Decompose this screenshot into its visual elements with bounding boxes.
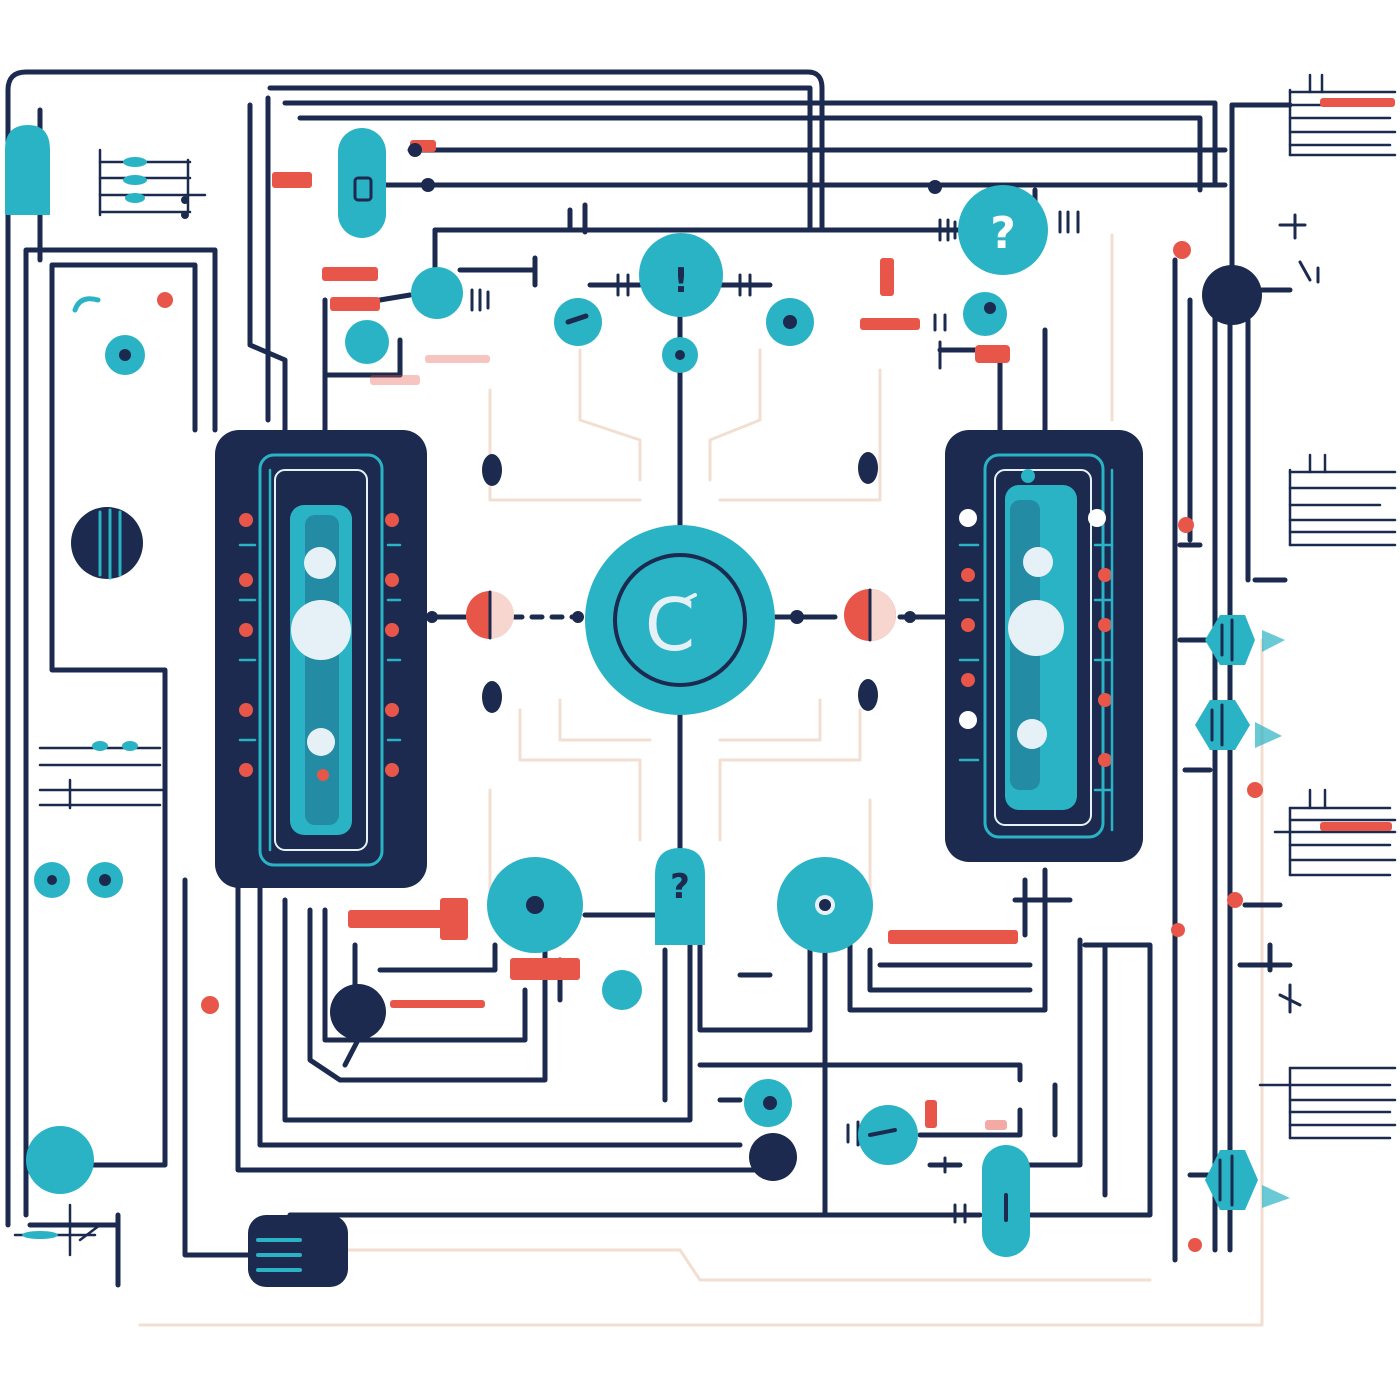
resistor-icon [860,318,920,330]
chip-module-right [945,430,1143,862]
resistor-icon [330,297,380,311]
top-pill-node [338,128,386,238]
node-bottom-plug [655,848,705,945]
resistor-icon [985,1120,1007,1130]
node-top-left [411,267,463,319]
top-nodes: ! ? [338,128,1262,373]
resistor-icon [1171,923,1185,937]
resistor-icon [348,910,458,928]
resistor-icon [272,172,312,188]
resistor-icon [1188,1238,1202,1252]
connector-comb-bottom [1258,1066,1397,1140]
node-bottom-glyph: ? [670,867,690,907]
connector-comb-top [1288,73,1397,157]
resistor-icon [975,345,1010,363]
left-connector-comb-bottom [38,746,167,810]
left-outer-nodes [5,125,348,1287]
navy-node-right [1202,265,1262,325]
node-exclaim [639,233,723,317]
resistor-icon [322,267,378,281]
connector-plug-top-left [5,125,50,215]
resistor-icon [1320,98,1395,107]
node-top-right-small [963,292,1007,336]
resistor-icon [1227,892,1243,908]
resistor-icon [425,355,490,363]
resistor-icon [880,258,894,296]
resistor-icon [390,1000,485,1008]
left-comb-accents [22,157,147,1239]
pale-traces [138,233,1264,1327]
node-left-large [26,1126,94,1194]
resistor-icon [201,996,219,1014]
resistor-icon [1247,782,1263,798]
connector-comb-mid-1 [1288,453,1397,547]
connector-comb-mid-2 [1273,788,1397,877]
resistor-icon [1178,517,1194,533]
resistor-icon [1320,822,1392,831]
navy-node-bottom-centre [749,1133,797,1181]
junction-dots [181,143,942,624]
wire-network [5,69,1293,1288]
resistor-icon [370,375,420,385]
node-left-disc [71,507,143,579]
bottom-nodes: ? [330,848,1030,1257]
clip-right-1 [1205,615,1255,665]
node-question-glyph: ? [990,208,1016,259]
node-top-left-small [345,320,389,364]
resistor-icon [1173,241,1191,259]
resistor-icon [888,930,1018,944]
node-question [958,185,1048,275]
node-bottom-small [602,970,642,1010]
resistor-icon [925,1100,937,1128]
chip-module-left [215,430,427,888]
navy-node-bottom-left [330,984,386,1040]
capacitor-group [470,210,1320,1224]
centre-side-components [466,452,896,713]
connector-icon [248,1215,348,1287]
node-exclaim-glyph: ! [673,261,689,301]
resistor-icon [510,958,580,980]
c-logo-icon: C [645,583,695,667]
right-clips [1195,615,1290,1210]
node-bottom-right-small [858,1105,918,1165]
resistor-group [157,98,1395,1252]
hub-node: C [585,525,775,715]
resistor-icon [440,898,468,940]
left-connector-comb-top [98,148,207,217]
resistor-icon [157,292,173,308]
